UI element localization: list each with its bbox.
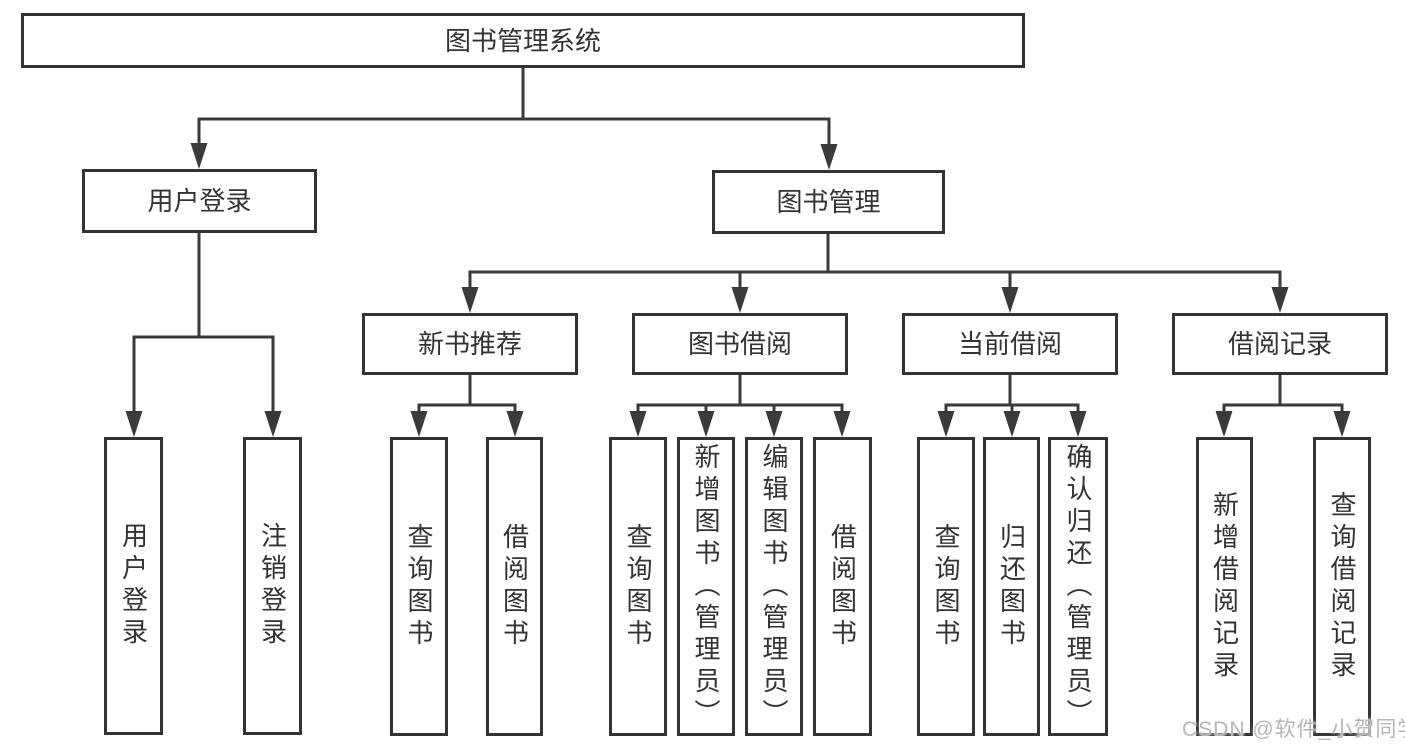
node-label: 查询图书 <box>931 522 961 651</box>
arrowhead-icon <box>264 411 282 437</box>
node-leaf-confirm-return-admin: 确认归还（管理员） <box>1048 437 1108 736</box>
node-label: 借阅图书 <box>499 522 530 651</box>
node-leaf-return-books: 归还图书 <box>983 437 1040 736</box>
node-label: 查询图书 <box>404 522 434 651</box>
arrowhead-icon <box>125 411 143 437</box>
arrowhead-icon <box>1215 411 1233 437</box>
node-label: 查询图书 <box>623 522 653 651</box>
node-leaf-borrow-books-2: 借阅图书 <box>813 437 872 736</box>
arrowhead-icon <box>1003 411 1021 437</box>
arrowhead-icon <box>629 411 647 437</box>
node-leaf-logout: 注销登录 <box>243 437 302 735</box>
node-label: 查询借阅记录 <box>1327 490 1357 683</box>
arrowhead-icon <box>1001 287 1019 313</box>
node-label: 注销登录 <box>257 522 288 650</box>
node-book-borrowing: 图书借阅 <box>632 313 848 375</box>
arrowhead-icon <box>1271 287 1289 313</box>
node-label: 当前借阅 <box>957 329 1062 359</box>
node-label: 确认归还（管理员） <box>1063 442 1093 731</box>
node-label: 新增图书（管理员） <box>691 442 721 731</box>
node-leaf-edit-books-admin: 编辑图书（管理员） <box>745 437 803 736</box>
arrowhead-icon <box>731 287 749 313</box>
watermark: CSDN @软件_小贺同学 <box>1182 718 1405 741</box>
arrowhead-icon <box>506 411 524 437</box>
node-leaf-query-books-3: 查询图书 <box>917 437 975 736</box>
arrowhead-icon <box>697 411 715 437</box>
arrowhead-icon <box>461 287 479 313</box>
node-label: 图书管理 <box>776 187 881 217</box>
arrowhead-icon <box>1069 411 1087 437</box>
arrowhead-icon <box>190 143 208 169</box>
node-leaf-borrow-books-1: 借阅图书 <box>486 437 543 736</box>
node-leaf-query-books-1: 查询图书 <box>390 437 448 736</box>
node-leaf-add-books-admin: 新增图书（管理员） <box>677 437 735 736</box>
node-user-login: 用户登录 <box>82 169 317 233</box>
arrowhead-icon <box>410 411 428 437</box>
node-book-management: 图书管理 <box>712 170 945 234</box>
node-new-book-recommend: 新书推荐 <box>362 313 578 375</box>
node-label: 新书推荐 <box>417 329 522 359</box>
node-leaf-user-login: 用户登录 <box>104 437 163 735</box>
node-label: 用户登录 <box>147 186 252 216</box>
node-borrowing-records: 借阅记录 <box>1172 313 1388 375</box>
node-label: 借阅记录 <box>1227 329 1332 359</box>
node-label: 图书管理系统 <box>444 25 601 56</box>
node-leaf-add-borrow-record: 新增借阅记录 <box>1196 437 1253 736</box>
node-label: 归还图书 <box>996 522 1027 651</box>
node-current-borrowing: 当前借阅 <box>902 313 1118 375</box>
node-leaf-query-borrow-record: 查询借阅记录 <box>1313 437 1371 736</box>
node-system-root: 图书管理系统 <box>21 13 1025 68</box>
arrowhead-icon <box>937 411 955 437</box>
node-label: 借阅图书 <box>827 522 858 651</box>
arrowhead-icon <box>1333 411 1351 437</box>
node-label: 新增借阅记录 <box>1209 490 1240 683</box>
node-label: 图书借阅 <box>687 329 792 359</box>
node-label: 用户登录 <box>118 522 149 650</box>
node-leaf-query-books-2: 查询图书 <box>609 437 667 736</box>
arrowhead-icon <box>765 411 783 437</box>
arrowhead-icon <box>820 144 838 170</box>
arrowhead-icon <box>833 411 851 437</box>
node-label: 编辑图书（管理员） <box>759 442 789 731</box>
